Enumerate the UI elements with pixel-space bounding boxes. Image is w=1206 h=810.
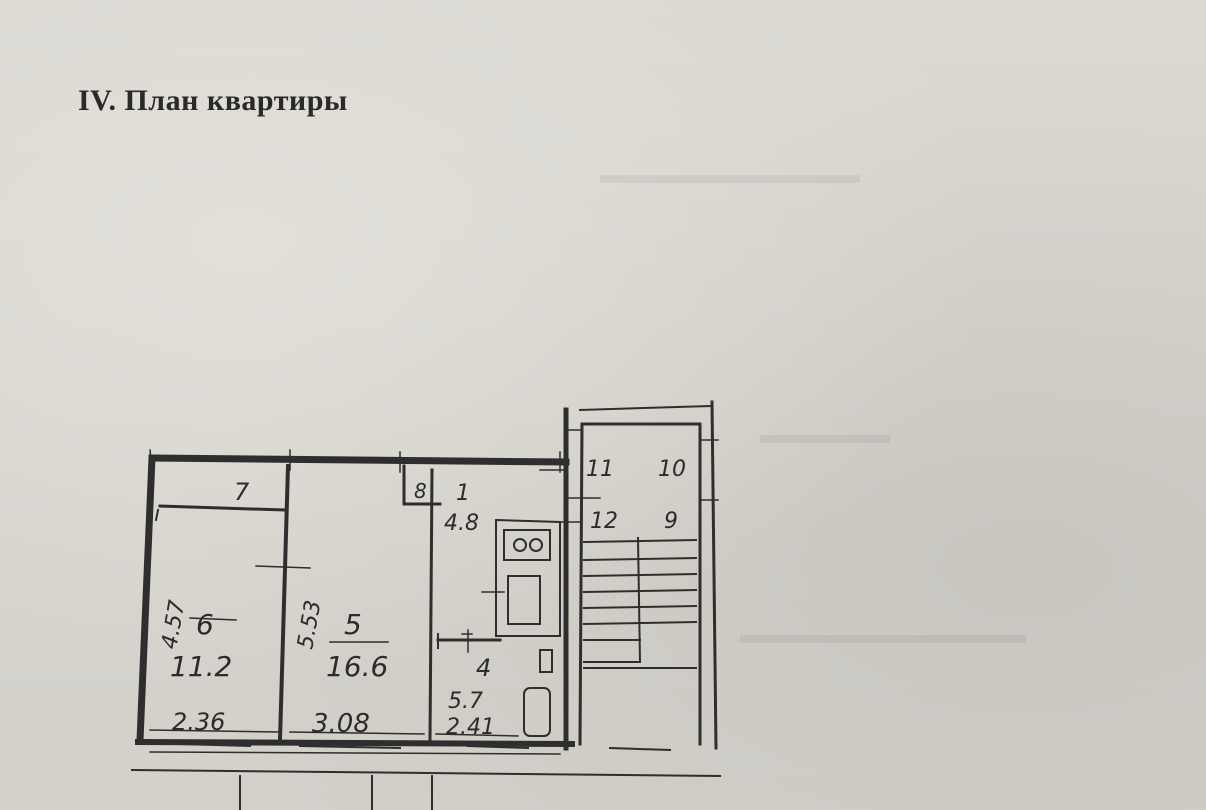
- room-number: 7: [234, 478, 250, 506]
- room-number: 10: [658, 457, 686, 482]
- room-area: 16.6: [326, 650, 388, 683]
- room-area: 5.7: [448, 689, 483, 714]
- room-number: 8: [414, 479, 427, 503]
- room-number: 4: [476, 654, 491, 682]
- interior-wall: [495, 518, 561, 637]
- burner: [513, 538, 527, 552]
- stairwell-wall: [578, 422, 584, 746]
- exterior-wall: [148, 454, 570, 466]
- room-number: 1: [456, 481, 470, 506]
- dimension-label: 2.41: [446, 715, 495, 740]
- interior-wall: [402, 464, 442, 506]
- page-title: IV. План квартиры: [78, 84, 348, 117]
- bath-fixture: [523, 687, 551, 737]
- interior-wall: [158, 504, 286, 512]
- room-number: 12: [590, 509, 618, 534]
- room-number: 6: [196, 608, 214, 641]
- interior-wall: [277, 463, 291, 743]
- dimension-label: 5.53: [293, 598, 326, 651]
- exterior-wall: [136, 454, 156, 744]
- exterior-wall: [134, 738, 576, 748]
- room-number: 9: [664, 509, 678, 534]
- room-area: 4.8: [444, 511, 479, 536]
- toilet-fixture: [539, 649, 553, 673]
- room-number: 5: [344, 608, 362, 641]
- room-area: 11.2: [170, 650, 232, 683]
- dimension-label: 3.08: [312, 709, 370, 739]
- burner: [529, 538, 543, 552]
- stairwell-wall: [578, 404, 712, 412]
- dimension-label: 2.36: [172, 708, 225, 736]
- interior-wall: [154, 508, 160, 522]
- interior-wall: [428, 468, 434, 742]
- dimension-label: 4.57: [157, 598, 190, 651]
- window-marks: [130, 742, 722, 810]
- stairwell-wall: [710, 400, 718, 750]
- stove-fixture: [503, 529, 551, 561]
- room-number: 11: [586, 457, 614, 482]
- sink-fixture: [507, 575, 541, 625]
- dimension-lines: [149, 429, 719, 755]
- stair-treads: [582, 536, 698, 669]
